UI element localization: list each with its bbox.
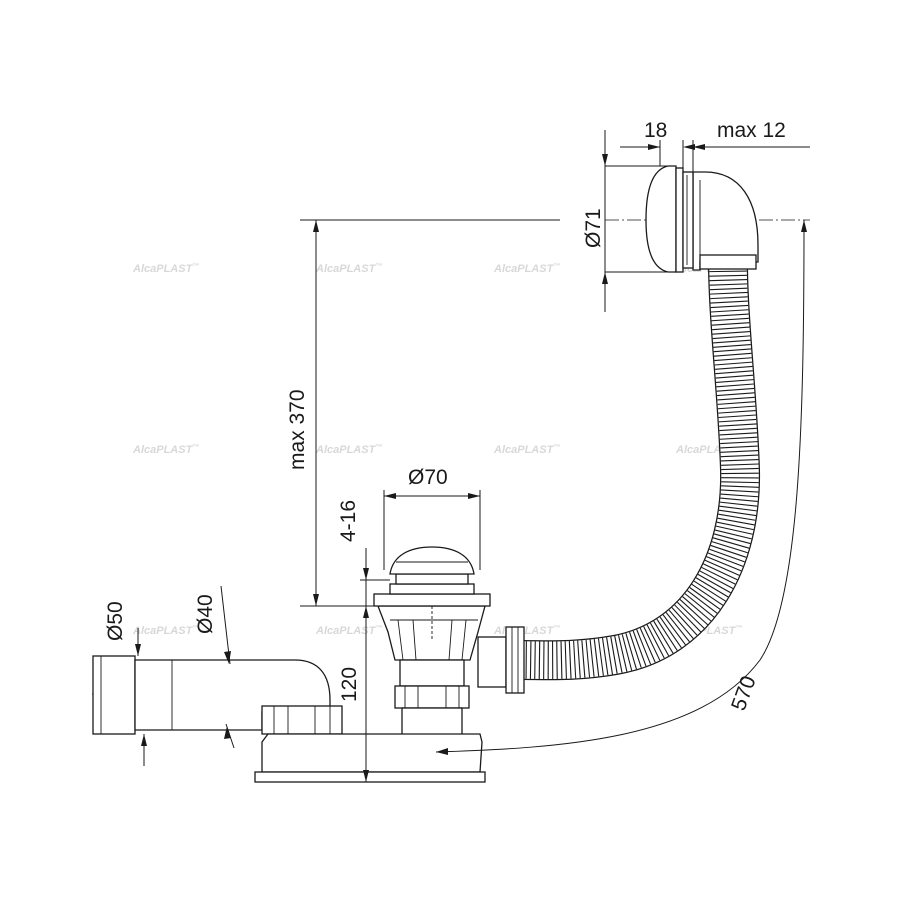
overflow-flange [675, 167, 684, 273]
hose-connector-bottom [477, 636, 507, 688]
trap-base [261, 733, 483, 773]
watermark: AlcaPLAST™ [132, 263, 199, 275]
overflow-flange-inner [682, 171, 694, 269]
flange-thickness-label: 18 [644, 119, 667, 142]
watermark: AlcaPLAST™ [493, 263, 560, 275]
watermark: AlcaPLAST™ [493, 625, 560, 637]
watermark: AlcaPLAST™ [315, 625, 382, 637]
watermark: AlcaPLAST™ [315, 444, 382, 456]
waste-body [377, 605, 486, 661]
height-max-label: max 370 [286, 389, 309, 470]
hose-length-label: 570 [727, 673, 761, 714]
outlet-pipe-coupling [92, 655, 136, 735]
pipe-inner-diameter-label: Ø40 [194, 594, 217, 634]
plug-flange [373, 593, 491, 607]
plug-range-label: 4-16 [337, 500, 360, 542]
flexible-hose [521, 261, 761, 681]
watermark-layer: AlcaPLAST™ AlcaPLAST™ AlcaPLAST™ AlcaPLA… [132, 263, 742, 637]
click-clack-plug [389, 546, 475, 575]
watermark: AlcaPLAST™ [493, 444, 560, 456]
pipe-outer-diameter-label: Ø50 [104, 601, 127, 641]
watermark: AlcaPLAST™ [132, 444, 199, 456]
trap-nut [394, 685, 470, 709]
overflow-cap [645, 165, 677, 273]
trap-base-plate [254, 771, 486, 783]
watermark: AlcaPLAST™ [315, 263, 382, 275]
outlet-nut [261, 705, 343, 735]
watermark: AlcaPLAST™ [132, 625, 199, 637]
wall-max-label: max 12 [717, 119, 786, 142]
overflow-head [645, 165, 759, 273]
plug-diameter-label: Ø70 [408, 466, 448, 489]
hose-connector-top [699, 254, 757, 270]
trap-height-label: 120 [338, 667, 361, 702]
waste-trap [92, 546, 525, 783]
overflow-diameter-label: Ø71 [582, 208, 605, 248]
